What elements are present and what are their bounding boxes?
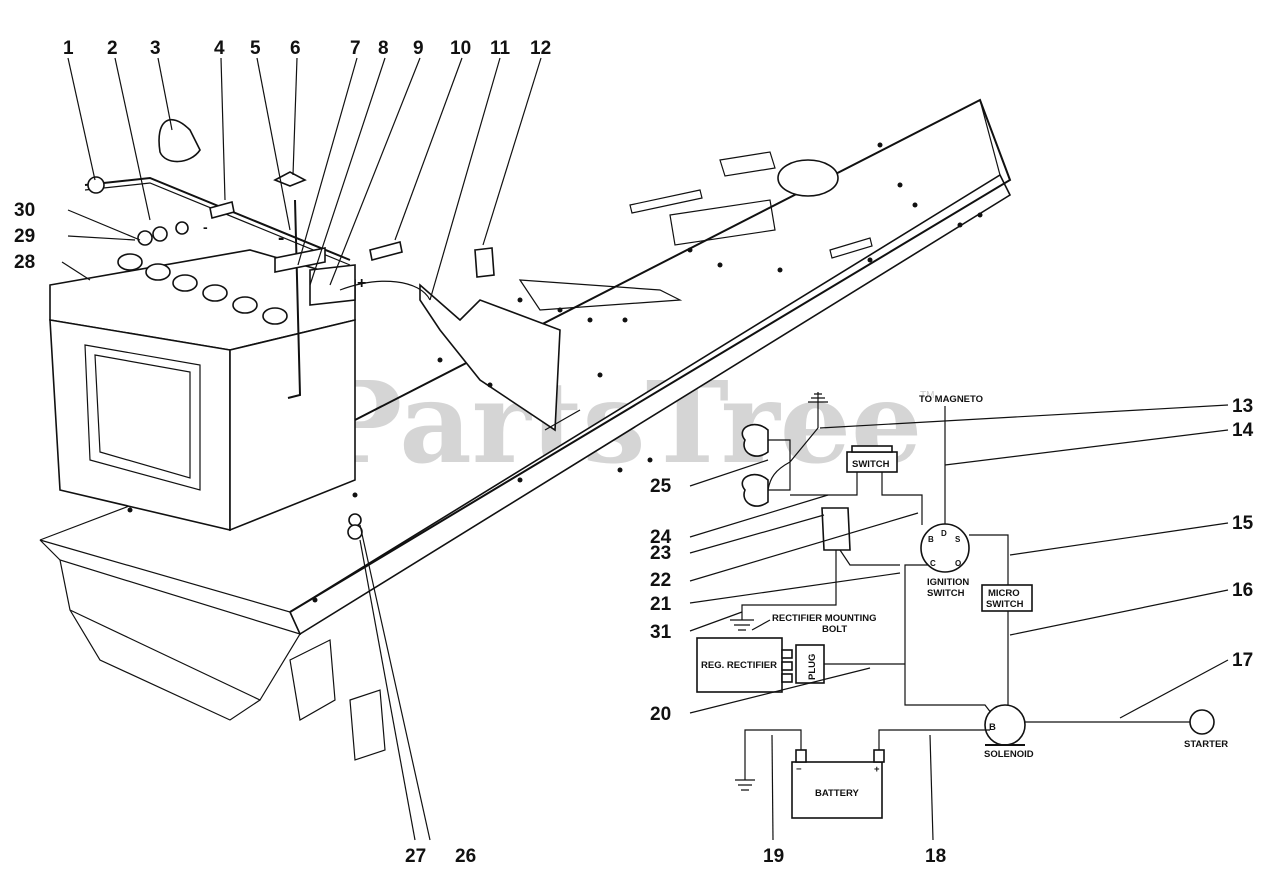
battery-caps	[117, 253, 288, 325]
ign-term-o: O	[955, 559, 961, 568]
ign-term-b: B	[928, 535, 934, 544]
callout-21: 21	[650, 594, 672, 615]
callout-10: 10	[450, 38, 471, 59]
callout-22: 22	[650, 570, 671, 591]
battery-illustration: - - +	[49, 219, 366, 532]
battery-symbol	[791, 761, 883, 819]
ignition-label-1: IGNITION	[927, 577, 969, 588]
callout-20: 20	[650, 704, 671, 725]
callout-25: 25	[650, 476, 672, 497]
schematic-callout-numbers: 13 14 15 16 17 18 19 20 21 22 23 24 25 3…	[650, 396, 1254, 867]
switch-label: SWITCH	[852, 459, 890, 470]
callout-1: 1	[63, 38, 74, 59]
callout-11: 11	[490, 38, 511, 59]
callout-8: 8	[378, 38, 389, 59]
callout-13: 13	[1232, 396, 1253, 417]
callout-19: 19	[763, 846, 784, 867]
callout-18: 18	[925, 846, 946, 867]
callout-5: 5	[250, 38, 261, 59]
ignition-label-2: SWITCH	[927, 588, 965, 599]
frame-plate	[39, 98, 1012, 761]
hold-down-hardware	[84, 118, 495, 540]
rectifier-bolt-label-2: BOLT	[822, 624, 847, 635]
callout-leaders	[61, 57, 542, 841]
callout-23: 23	[650, 543, 671, 564]
callout-31: 31	[650, 622, 672, 643]
watermark-tm: TM	[920, 390, 934, 401]
battery-label: BATTERY	[815, 788, 859, 799]
callout-30: 30	[14, 200, 35, 221]
rectifier-bolt-label-1: RECTIFIER MOUNTING	[772, 613, 877, 624]
ign-term-s: S	[955, 535, 961, 544]
callout-7: 7	[350, 38, 361, 59]
callout-15: 15	[1232, 513, 1254, 534]
callout-9: 9	[413, 38, 424, 59]
reg-rectifier-label: REG. RECTIFIER	[701, 660, 777, 671]
callout-29: 29	[14, 226, 35, 247]
callout-6: 6	[290, 38, 301, 59]
micro-switch	[981, 584, 1033, 612]
plug	[795, 644, 825, 684]
callout-numbers: 1 2 3 4 5 6 7 8 9 10 11 12 30 29 28 27 2…	[14, 38, 551, 867]
battery-minus-label: −	[796, 764, 802, 775]
micro-switch-label-2: SWITCH	[986, 599, 1024, 610]
callout-16: 16	[1232, 580, 1253, 601]
callout-17: 17	[1232, 650, 1253, 671]
battery-plus-label: +	[874, 764, 880, 775]
battery-minus-mark: -	[203, 219, 208, 235]
to-magneto-label: TO MAGNETO	[919, 394, 983, 405]
plug-label: PLUG	[807, 654, 818, 680]
callout-3: 3	[150, 38, 161, 59]
ign-term-c: C	[930, 559, 936, 568]
ground-symbol-top	[808, 392, 828, 428]
schematic-leaders	[689, 404, 1229, 841]
solenoid-label: SOLENOID	[984, 749, 1034, 760]
callout-28: 28	[14, 252, 35, 273]
micro-switch-label-1: MICRO	[988, 588, 1020, 599]
headlight-lower	[741, 473, 769, 507]
connector-body	[821, 507, 851, 551]
callout-2: 2	[107, 38, 118, 59]
callout-4: 4	[214, 38, 225, 59]
callout-12: 12	[530, 38, 551, 59]
callout-26: 26	[455, 846, 476, 867]
starter-label: STARTER	[1184, 739, 1228, 750]
headlight-upper	[741, 423, 769, 457]
battery-minus-symbol: -	[278, 228, 284, 249]
callout-14: 14	[1232, 420, 1254, 441]
callout-27: 27	[405, 846, 426, 867]
ign-term-d: D	[941, 529, 947, 538]
starter	[1189, 709, 1215, 735]
reg-rectifier	[696, 637, 783, 693]
solenoid-b-term: B	[989, 722, 996, 733]
callout-24: 24	[650, 527, 672, 548]
